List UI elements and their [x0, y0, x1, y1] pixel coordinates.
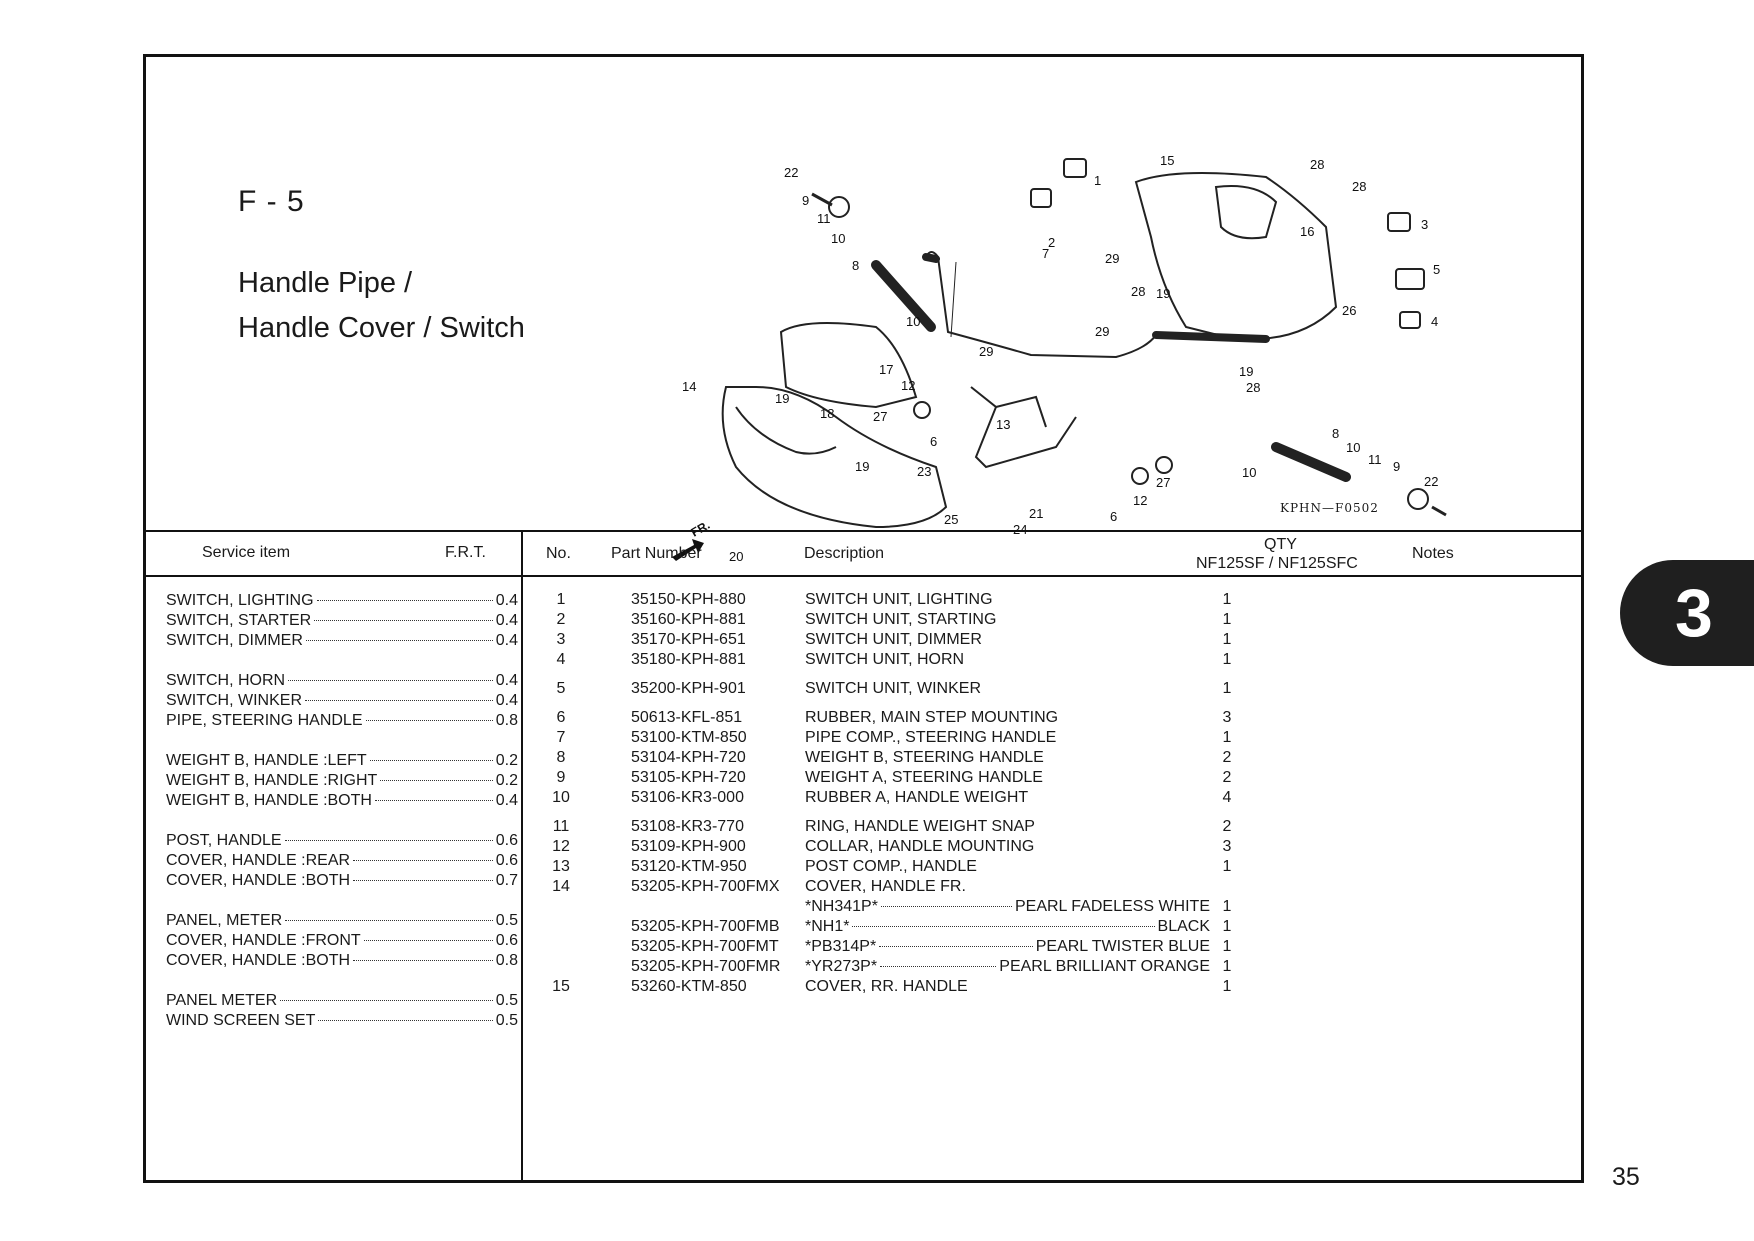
callout: 9 — [1393, 459, 1400, 474]
callout: 2 — [1048, 235, 1055, 250]
callout: 24 — [1013, 522, 1027, 537]
handle-post — [970, 386, 1077, 469]
callout: 5 — [1433, 262, 1440, 277]
divider — [146, 530, 1581, 532]
divider — [146, 575, 1581, 577]
handle-pipe — [925, 251, 1157, 359]
section-code: F - 5 — [238, 185, 305, 218]
qty-header: QTY — [1264, 536, 1297, 553]
diagram-code: KPHN—F0502 — [1280, 501, 1379, 515]
description-header: Description — [804, 545, 885, 562]
rear-cover-shape — [1134, 172, 1338, 340]
switch-part-1 — [1063, 158, 1087, 178]
callout: 6 — [1110, 509, 1117, 524]
callout: 8 — [852, 258, 859, 273]
notes-header: Notes — [1412, 545, 1454, 562]
exploded-parts-diagram: 22 9 11 10 8 10 14 17 19 18 12 27 6 19 1… — [576, 87, 1476, 577]
callout: 27 — [1156, 475, 1170, 490]
no-header: No. — [546, 545, 571, 562]
section-title-line-2: Handle Cover / Switch — [238, 312, 525, 344]
callout: 29 — [1105, 251, 1119, 266]
section-title-line-1: Handle Pipe / — [238, 267, 413, 299]
switch-part-5 — [1395, 268, 1425, 290]
frt-header: F.R.T. — [445, 544, 486, 561]
callout: 20 — [729, 549, 743, 564]
callout: 19 — [855, 459, 869, 474]
callout: 29 — [979, 344, 993, 359]
windscreen-shape — [779, 322, 918, 409]
callout: 18 — [820, 406, 834, 421]
diagram-svg: 22 9 11 10 8 10 14 17 19 18 12 27 6 19 1… — [672, 153, 1447, 564]
callout: 26 — [1342, 303, 1356, 318]
callout: 28 — [1352, 179, 1366, 194]
callout: 17 — [879, 362, 893, 377]
callout: 1 — [1094, 173, 1101, 188]
switch-part-2 — [1030, 188, 1052, 208]
callout: 25 — [944, 512, 958, 527]
callout: 22 — [1424, 474, 1438, 489]
front-cover-shape — [721, 386, 948, 529]
callout: 10 — [1346, 440, 1360, 455]
callout: 19 — [1239, 364, 1253, 379]
switch-part-3 — [1387, 212, 1411, 232]
callout: 21 — [1029, 506, 1043, 521]
callout: 15 — [1160, 153, 1174, 168]
page-frame: F - 5 Handle Pipe / Handle Cover / Switc… — [143, 54, 1584, 1183]
callout: 13 — [996, 417, 1010, 432]
service-item-header: Service item — [202, 544, 291, 561]
callout: 28 — [1310, 157, 1324, 172]
callout: 7 — [1042, 246, 1049, 261]
callout: 6 — [930, 434, 937, 449]
model-header: NF125SF / NF125SFC — [1196, 555, 1358, 572]
callout: 8 — [1332, 426, 1339, 441]
divider — [521, 531, 523, 1183]
callout: 11 — [1368, 452, 1382, 467]
page-number: 35 — [1612, 1163, 1640, 1191]
callout: 27 — [873, 409, 887, 424]
part-number-header: Part Number — [611, 545, 702, 562]
callout: 19 — [775, 391, 789, 406]
callout: 29 — [1095, 324, 1109, 339]
callout: 3 — [1421, 217, 1428, 232]
callout: 10 — [1242, 465, 1256, 480]
chapter-number: 3 — [1675, 575, 1713, 651]
callout: 11 — [817, 211, 831, 226]
callout: 19 — [1156, 286, 1170, 301]
callout: 4 — [1431, 314, 1438, 329]
callout: 12 — [901, 378, 915, 393]
callout: 23 — [917, 464, 931, 479]
callout: 16 — [1300, 224, 1314, 239]
callout: 28 — [1246, 380, 1260, 395]
callout: 12 — [1133, 493, 1147, 508]
callout: 10 — [906, 314, 920, 329]
callout: 22 — [784, 165, 798, 180]
callout: 28 — [1131, 284, 1145, 299]
switch-part-4 — [1399, 311, 1421, 329]
callout-labels: 22 9 11 10 8 10 14 17 19 18 12 27 6 19 1… — [682, 153, 1440, 564]
callout: 14 — [682, 379, 696, 394]
callout: 9 — [802, 193, 809, 208]
chapter-tab: 3 — [1620, 560, 1754, 666]
callout: 10 — [831, 231, 845, 246]
